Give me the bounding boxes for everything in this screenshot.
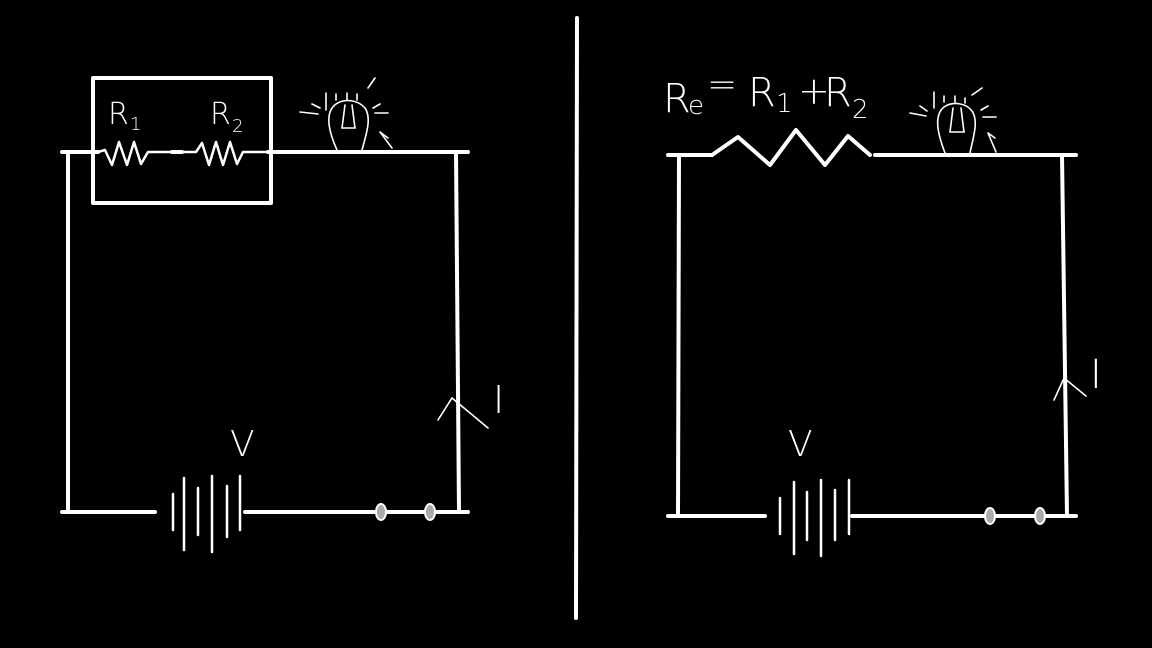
light-bulb-icon: [299, 77, 393, 151]
current-arrow-icon: [1053, 376, 1087, 401]
terminal-icon: [424, 503, 436, 521]
equation-r1-subscript: 1: [776, 89, 793, 119]
equation-lhs-subscript: e: [688, 91, 704, 121]
resistor-1-zigzag: [96, 140, 174, 167]
right-circuit: R e = R 1 + R 2 V I: [663, 64, 1102, 558]
current-arrow-icon: [437, 396, 489, 429]
equivalent-resistance-equation: R e = R 1 + R 2: [663, 64, 869, 125]
wire-right: [1060, 153, 1069, 518]
resistor-2-label: R: [210, 97, 231, 132]
light-bulb-icon: [909, 87, 997, 154]
equation-r2: R: [824, 70, 852, 116]
equation-r1: R: [748, 70, 776, 116]
equation-r2-subscript: 2: [852, 95, 869, 125]
wire-right: [454, 150, 461, 514]
voltage-label: V: [788, 424, 813, 465]
wire-left: [676, 153, 681, 518]
resistor-2-zigzag: [180, 140, 270, 167]
current-label: I: [493, 378, 504, 422]
equivalent-resistor-zigzag: [710, 128, 872, 167]
terminal-icon: [984, 507, 996, 525]
battery-icon: [171, 474, 242, 554]
resistor-1-label: R: [108, 97, 129, 132]
resistor-1-subscript: 1: [130, 114, 141, 135]
equation-equals: =: [707, 64, 737, 105]
current-label: I: [1090, 352, 1102, 398]
terminal-icon: [1034, 507, 1046, 525]
voltage-label: V: [230, 424, 255, 465]
equation-plus: +: [798, 69, 830, 113]
divider-line: [574, 16, 579, 620]
left-circuit: R 1 R 2 V I: [60, 76, 504, 554]
terminal-icon: [375, 503, 387, 521]
battery-icon: [778, 478, 851, 558]
resistor-2-subscript: 2: [232, 116, 243, 137]
equation-lhs: R: [663, 76, 691, 122]
resistor-group-box: [91, 76, 273, 205]
